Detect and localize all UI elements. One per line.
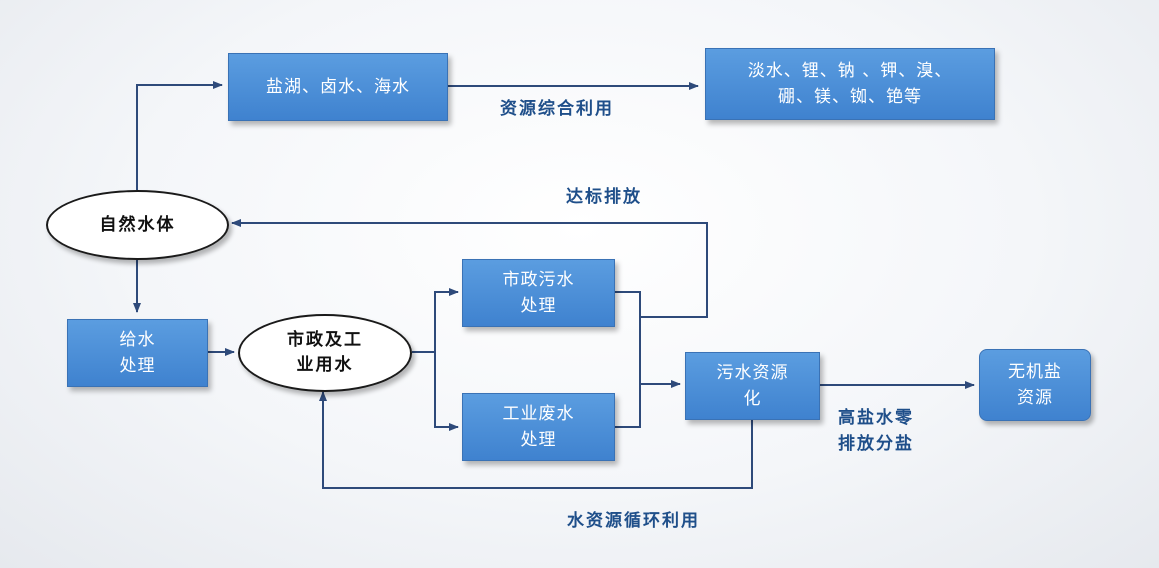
sewage-resource-box: 污水资源 化: [685, 352, 820, 420]
inorganic-salt-line-2: 资源: [1017, 388, 1053, 408]
natural-water-ellipse: 自然水体: [46, 190, 229, 260]
salt-lake-label: 盐湖、卤水、海水: [266, 77, 410, 97]
arrow-water-recycle: [319, 391, 753, 489]
arrow-usage-to-municipal-sewage: [412, 288, 459, 353]
municipal-sewage-box: 市政污水 处理: [462, 259, 615, 327]
municipal-industrial-line-1: 市政及工: [287, 330, 363, 350]
salt-lake-brine-seawater-box: 盐湖、卤水、海水: [228, 53, 448, 121]
standard-discharge-label: 达标排放: [566, 187, 642, 207]
comprehensive-use-label: 资源综合利用: [500, 99, 614, 119]
industrial-waste-line-1: 工业废水: [502, 404, 575, 424]
resources-box: 淡水、锂、钠 、钾、溴、 硼、镁、铷、铯等: [705, 48, 995, 120]
municipal-industrial-line-2: 业用水: [296, 355, 354, 375]
water-recycle-label: 水资源循环利用: [567, 511, 700, 531]
municipal-sewage-line-2: 处理: [520, 296, 557, 316]
zero-discharge-salt-separation-label: 高盐水零 排放分盐: [838, 408, 914, 454]
inorganic-salt-box: 无机盐 资源: [979, 349, 1091, 421]
inorganic-salt-line-1: 无机盐: [1008, 362, 1062, 382]
water-supply-line-1: 给水: [119, 330, 156, 350]
sewage-resource-line-1: 污水资源: [716, 363, 789, 383]
resources-line-1: 淡水、锂、钠 、钾、溴、: [747, 61, 953, 81]
industrial-wastewater-box: 工业废水 处理: [462, 393, 615, 461]
industrial-waste-line-2: 处理: [520, 430, 557, 450]
arrow-natural-to-saltlake: [136, 81, 223, 190]
water-supply-line-2: 处理: [119, 356, 156, 376]
connector-municipal-sewage-out: [615, 291, 641, 384]
water-supply-box: 给水 处理: [67, 319, 208, 387]
natural-water-label: 自然水体: [99, 214, 176, 235]
arrow-standard-discharge: [231, 219, 708, 318]
connector-industrial-waste-out: [615, 384, 641, 428]
resources-line-2: 硼、镁、铷、铯等: [778, 87, 922, 107]
municipal-sewage-line-1: 市政污水: [502, 270, 575, 290]
municipal-industrial-water-ellipse: 市政及工 业用水: [238, 314, 412, 392]
arrow-usage-to-industrial-waste: [434, 352, 459, 431]
sewage-resource-line-2: 化: [743, 389, 762, 409]
